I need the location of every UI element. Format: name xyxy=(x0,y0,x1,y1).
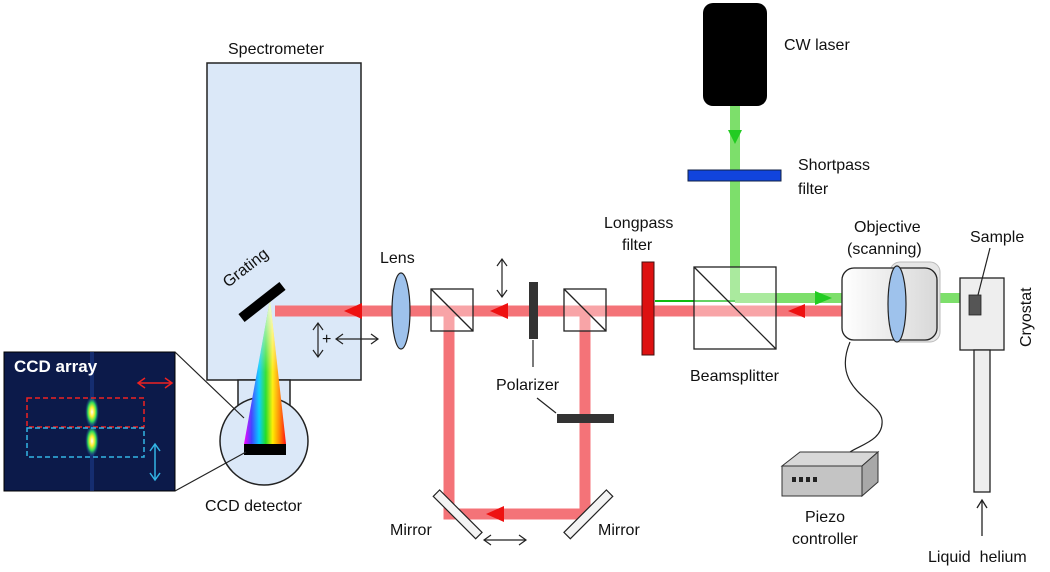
sample-pointer xyxy=(977,247,991,296)
piezo-cable xyxy=(844,341,883,453)
cw-laser xyxy=(703,3,767,106)
mirror-left xyxy=(432,489,483,540)
mirror-right-label: Mirror xyxy=(598,522,640,539)
ccd-array-label: CCD array xyxy=(14,357,98,376)
beamsplitter xyxy=(693,266,777,350)
longpass-filter xyxy=(641,261,655,356)
objective-label: Objective(scanning) xyxy=(847,219,922,258)
laser-arrow-down xyxy=(728,130,742,144)
vertical-arrow-near-cube xyxy=(496,257,508,299)
grating xyxy=(238,282,286,322)
mirror-right xyxy=(563,489,614,540)
dispersed-spectrum xyxy=(244,300,286,444)
vertical-arrow-entrance xyxy=(312,321,324,359)
spectrometer xyxy=(206,62,362,423)
liquid-helium-label: Liquid helium xyxy=(928,549,1027,566)
collection-beam xyxy=(275,305,940,520)
liquid-helium-arrow xyxy=(976,498,988,536)
collection-arrow-left-right xyxy=(788,304,805,318)
polarizer-lower xyxy=(557,414,614,423)
horizontal-arrow-entrance xyxy=(334,333,380,345)
lens-label: Lens xyxy=(380,250,415,267)
plus-sign: + xyxy=(322,331,331,348)
inset-connector-bottom xyxy=(174,451,247,492)
cryostat-label: Cryostat xyxy=(1018,287,1035,347)
beamsplitter-label: Beamsplitter xyxy=(690,368,780,385)
sample xyxy=(968,294,982,316)
beamsplitter-cube-left xyxy=(430,288,474,332)
objective xyxy=(841,261,941,343)
shortpass-filter xyxy=(687,169,782,182)
arrow-bottom-path xyxy=(486,506,504,522)
cryostat xyxy=(959,277,1005,493)
ccd-array-inset xyxy=(3,351,176,492)
excitation-arrow-right xyxy=(815,291,832,305)
ccd-detector-label: CCD detector xyxy=(205,498,303,515)
mirror-left-label: Mirror xyxy=(390,522,432,539)
lens xyxy=(391,272,411,350)
polarizer-inline xyxy=(529,282,538,339)
piezo-controller xyxy=(780,450,880,498)
spectrometer-label: Spectrometer xyxy=(228,41,325,58)
polarizer-pointer-lower xyxy=(536,397,557,414)
cw-laser-label: CW laser xyxy=(784,37,850,54)
polarizer-label: Polarizer xyxy=(496,377,560,394)
inset-connector-top xyxy=(174,351,245,419)
arrow-between-cubes xyxy=(490,303,508,319)
sample-label: Sample xyxy=(970,229,1024,246)
horizontal-arrow-bottom xyxy=(482,534,528,546)
beamsplitter-cube-right xyxy=(563,288,607,332)
arrow-into-spectrometer xyxy=(344,303,362,319)
